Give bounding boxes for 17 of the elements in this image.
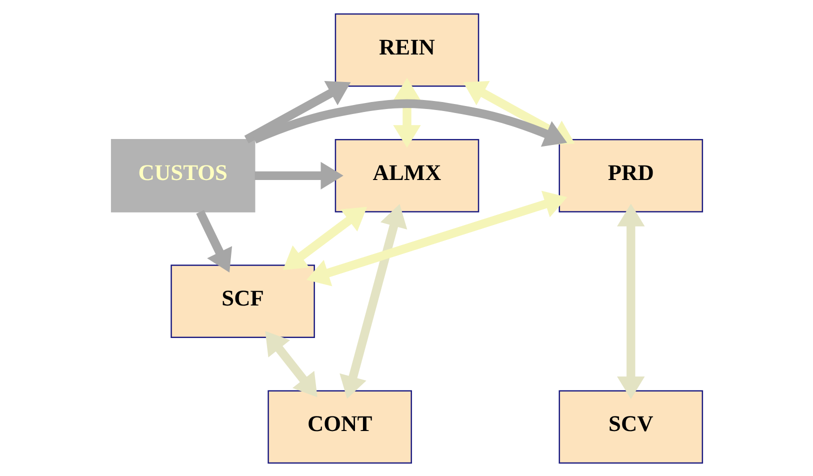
arrow xyxy=(254,161,343,190)
arrow xyxy=(339,204,407,398)
node-box: CUSTOS xyxy=(110,138,255,212)
arrow xyxy=(306,190,567,286)
node-box: CONT xyxy=(267,390,412,464)
arrow xyxy=(392,77,420,148)
arrow xyxy=(196,209,232,272)
node-box: SCF xyxy=(170,264,314,338)
node-box: PRD xyxy=(558,138,703,212)
arrow xyxy=(282,206,367,270)
arrow xyxy=(252,98,567,146)
arrow xyxy=(244,80,350,143)
node-box: SCV xyxy=(558,390,703,464)
node-box: ALMX xyxy=(334,138,479,212)
arrow xyxy=(264,330,317,397)
arrow xyxy=(616,203,644,399)
node-box: REIN xyxy=(334,12,479,86)
